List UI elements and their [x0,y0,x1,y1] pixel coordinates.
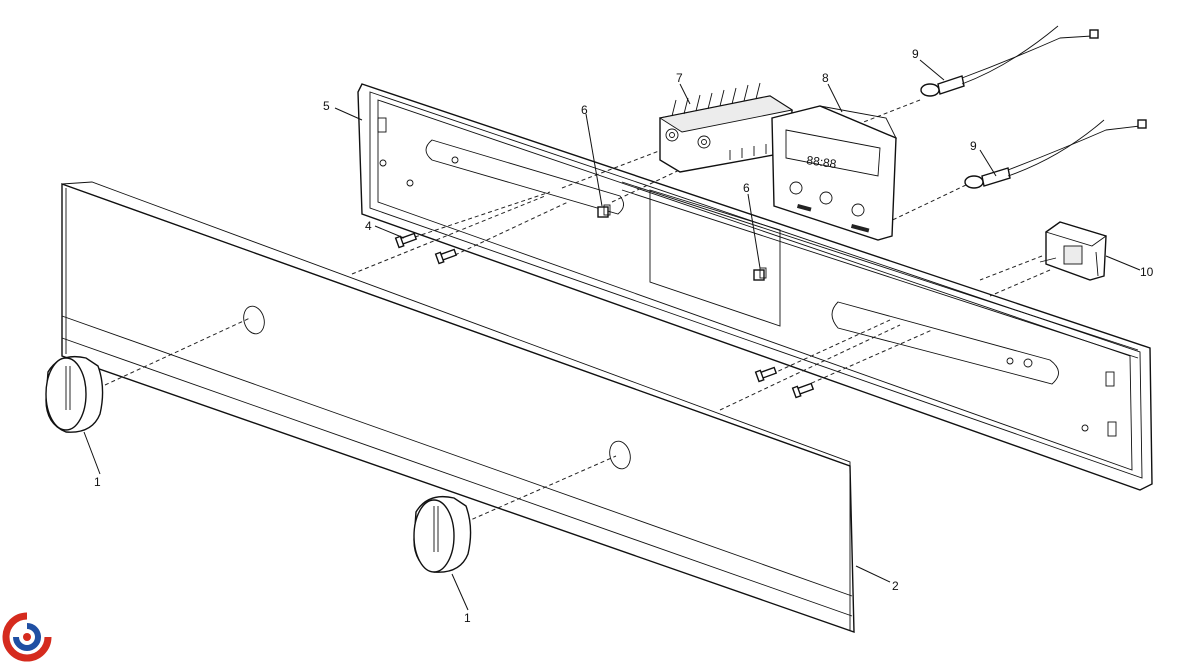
brand-logo [2,612,52,662]
callout-selector-switch: 7 [676,71,683,85]
screw [394,232,815,399]
callout-knob-left: 1 [94,475,101,489]
callout-knob-right: 1 [464,611,471,625]
callout-clip-left: 6 [581,103,588,117]
rocker-switch [1039,221,1108,281]
callout-rear-panel: 5 [323,99,330,113]
panel-clip-left [597,204,611,218]
assembly-lines [104,99,1051,523]
callout-screw: 4 [365,219,372,233]
panel-clip-right [753,267,767,281]
control-knob-left [45,355,104,433]
callout-rocker-switch: 10 [1140,265,1154,279]
callout-clip-right: 6 [743,181,750,195]
callout-numbers: 1 1 2 4 5 6 6 7 8 9 9 10 [94,47,1154,625]
callout-front-panel: 2 [892,579,899,593]
selector-switch [658,82,794,173]
timer-display: 88:88 [806,153,838,171]
indicator-lamp-upper [920,25,1099,97]
control-knob-right [413,495,472,573]
callout-lamp-lower: 9 [970,139,977,153]
callout-lamp-upper: 9 [912,47,919,61]
front-fascia-panel [61,181,855,633]
leader-lines [83,59,1141,611]
callout-timer: 8 [822,71,829,85]
indicator-lamp-lower [964,119,1147,189]
rear-control-panel [357,83,1153,491]
timer-module: 88:88 [771,105,897,241]
